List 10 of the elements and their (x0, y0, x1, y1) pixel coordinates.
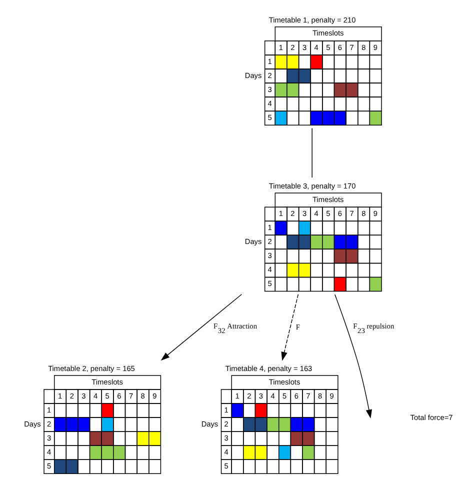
node-label: Timetable 1, penalty = 210 (268, 15, 356, 24)
node-label: Days (244, 237, 262, 246)
label: Total force=7 (410, 413, 452, 422)
edge-label: F (295, 322, 300, 332)
node-label: Timetable 2, penalty = 165 (48, 364, 134, 374)
node-label: Days (244, 70, 262, 80)
node-label: Timetable 3, penalty = 170 (268, 182, 356, 191)
node-label: Timetable 4, penalty = 163 (224, 364, 312, 374)
node-label: Days (24, 419, 40, 428)
node-label: Days (200, 419, 218, 428)
